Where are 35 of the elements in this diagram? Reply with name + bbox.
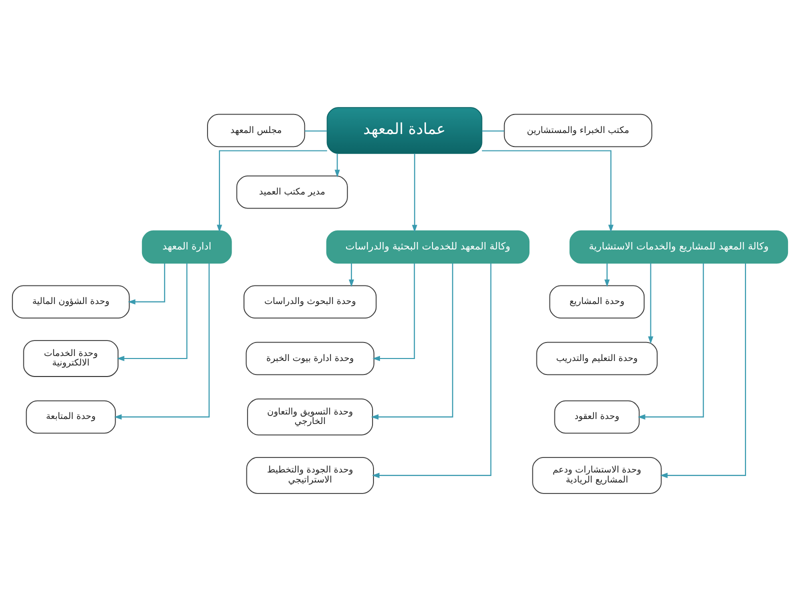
node-box: مكتب الخبراء والمستشارين	[504, 113, 652, 147]
node-box: وحدة العقود	[554, 400, 640, 434]
connector	[304, 130, 328, 132]
arrow	[660, 262, 746, 478]
node-box: وحدة الاستشارات ودعم المشاريع الريادية	[532, 456, 662, 494]
node-box: وحدة ادارة بيوت الخبرة	[246, 341, 374, 375]
node-box: ادارة المعهد	[142, 230, 232, 264]
arrow	[114, 262, 210, 420]
arrow	[216, 150, 328, 232]
node-box: عمادة المعهد	[326, 106, 482, 154]
node-box: وحدة البحوث والدراسات	[244, 284, 377, 318]
arrow	[128, 262, 166, 304]
node-box: وكالة المعهد للمشاريع والخدمات الاستشارية	[570, 230, 788, 264]
arrow	[372, 262, 492, 478]
node-box: وحدة الخدمات الالكترونية	[23, 340, 119, 376]
node-box: وحدة الجودة والتخطيط الاستراتيجي	[246, 456, 374, 494]
node-box: وحدة الشؤون المالية	[12, 284, 130, 318]
node-box: وحدة التسويق والتعاون الخارجي	[247, 398, 374, 435]
node-box: مدير مكتب العميد	[236, 175, 348, 208]
arrow	[648, 262, 654, 344]
node-box: وحدة التعليم والتدريب	[536, 341, 658, 375]
arrow	[116, 262, 188, 361]
arrow	[638, 262, 704, 420]
arrow	[348, 262, 354, 287]
node-box: وحدة المتابعة	[26, 400, 116, 434]
arrow	[334, 152, 340, 177]
node-box: وكالة المعهد للخدمات البحثية والدراسات	[326, 230, 530, 264]
arrow	[372, 262, 415, 361]
arrow	[604, 262, 610, 287]
connector	[482, 130, 504, 132]
arrow	[370, 262, 454, 420]
node-box: مجلس المعهد	[207, 113, 306, 147]
arrow	[482, 150, 614, 232]
arrow	[412, 153, 418, 232]
node-box: وحدة المشاريع	[549, 284, 645, 318]
